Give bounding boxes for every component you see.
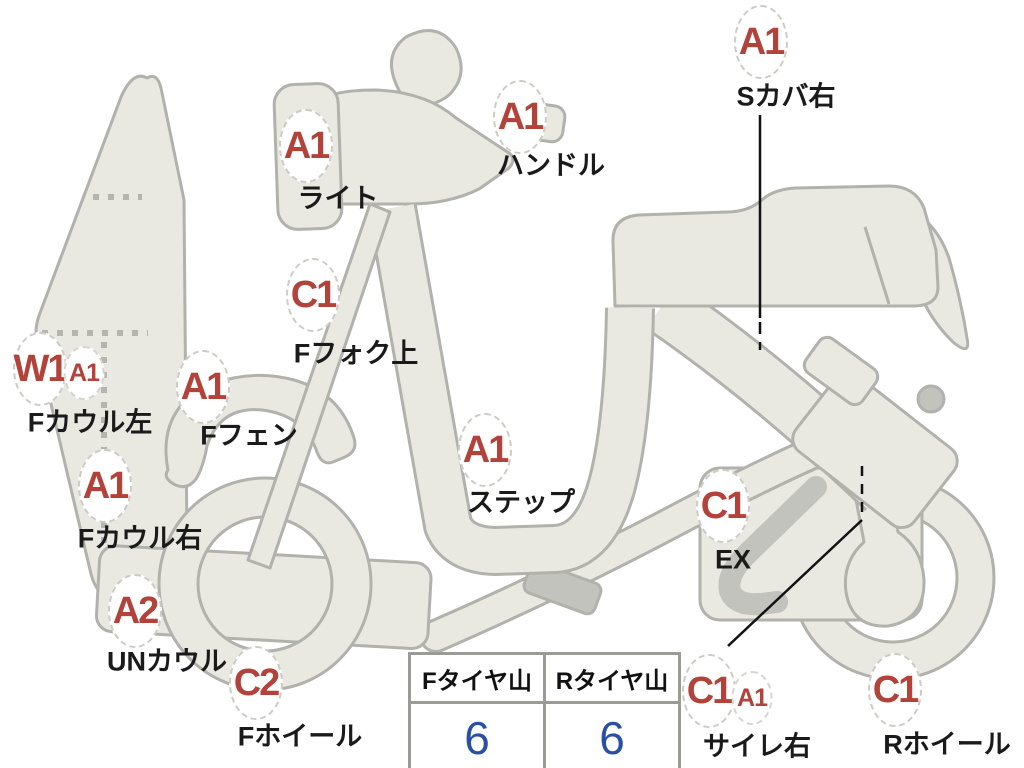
part-label: Fフォク上 xyxy=(293,338,419,369)
part-label: サイレ右 xyxy=(703,731,811,762)
seat-shape xyxy=(611,184,940,308)
damage-code-badge: W1 xyxy=(13,332,69,406)
part-label: Fカウル右 xyxy=(77,523,203,554)
part-label: ハンドル xyxy=(497,150,605,181)
tire-table-value-row: 6 6 xyxy=(408,701,681,768)
tire-tread-table: Fタイヤ山 Rタイヤ山 6 6 xyxy=(408,652,681,768)
damage-code-badge: C1 xyxy=(868,653,922,727)
exhaust-pipe-shape xyxy=(718,476,827,616)
scooter-rear-group xyxy=(522,184,970,616)
damage-code-badge: A1 xyxy=(279,109,333,183)
front-wheel-shape xyxy=(157,476,373,692)
rear-panel-shape xyxy=(791,370,959,530)
part-label: Rホイール xyxy=(883,729,1011,760)
part-label: Fホイール xyxy=(237,721,363,752)
front-tire-tread-header: Fタイヤ山 xyxy=(408,652,546,704)
scooter-front-group xyxy=(94,202,433,692)
silencer-pointer-line xyxy=(727,519,863,647)
part-label: EX xyxy=(714,544,752,575)
frame-floor-band xyxy=(367,203,655,576)
damage-code-badge-secondary: A1 xyxy=(63,346,105,400)
damage-code-badge: A2 xyxy=(108,574,162,648)
damage-code-badge-secondary: A1 xyxy=(731,671,773,725)
annotation-pointer-lines xyxy=(727,115,864,647)
damage-code-badge: A1 xyxy=(493,80,547,154)
front-tire-tread-value: 6 xyxy=(408,701,546,768)
damage-code-badge: A1 xyxy=(78,449,132,523)
damage-code-badge: A1 xyxy=(176,350,230,424)
damage-code-badge: C1 xyxy=(682,654,736,728)
center-stand-shape xyxy=(522,561,603,616)
damage-code-badge: C1 xyxy=(696,469,750,543)
part-label: UNカウル xyxy=(107,646,227,677)
rear-tire-tread-header: Rタイヤ山 xyxy=(543,652,681,704)
part-label: ライト xyxy=(297,183,379,214)
scooter-body-group xyxy=(34,29,996,681)
part-label: Fカウル左 xyxy=(27,407,153,438)
part-label: Sカバ右 xyxy=(736,81,836,112)
rear-panel-small-shape xyxy=(802,335,880,407)
seat-divider-line xyxy=(863,226,891,305)
damage-code-badge: C2 xyxy=(229,646,283,720)
damage-code-badge: A1 xyxy=(734,5,788,79)
damage-code-badge: A1 xyxy=(458,413,512,487)
mirror-shape xyxy=(390,29,463,107)
part-label: ステップ xyxy=(467,487,575,518)
damage-code-badge: C1 xyxy=(286,258,340,332)
rear-tire-tread-value: 6 xyxy=(543,701,681,768)
shock-mount-shape xyxy=(916,384,946,414)
part-label: Fフェン xyxy=(200,420,298,451)
lower-trim-band xyxy=(419,425,855,653)
tire-table-header-row: Fタイヤ山 Rタイヤ山 xyxy=(408,652,681,704)
front-fork-shape xyxy=(246,202,392,570)
